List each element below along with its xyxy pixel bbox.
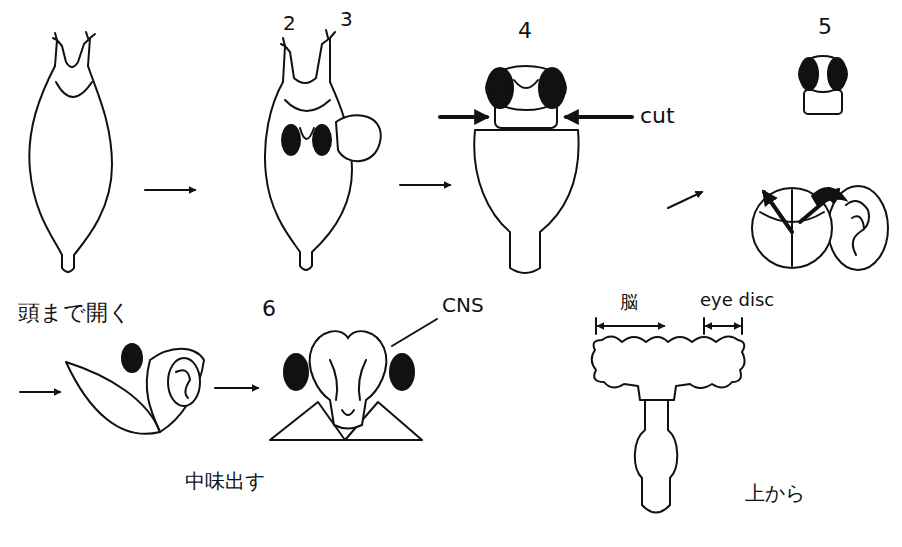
view-note: 上から [745, 482, 805, 505]
cns-top-view [592, 318, 745, 513]
step-note: 中味出す [185, 470, 265, 493]
larva-cut [474, 66, 578, 273]
cns-exposed [270, 331, 422, 440]
body-opened [752, 186, 888, 270]
open-arrow [764, 192, 792, 232]
step-note: 頭まで開く [18, 300, 131, 325]
callout-number: 5 [818, 14, 832, 39]
callout-number: 4 [518, 18, 532, 43]
callout-number: 6 [262, 296, 276, 321]
callout-number: 3 [340, 8, 353, 31]
step-arrow [668, 192, 702, 208]
step-arrow [400, 184, 450, 186]
cut-arrow [566, 115, 632, 119]
leader-line [392, 319, 437, 346]
cut-label: cut [640, 103, 675, 128]
head-piece [799, 56, 847, 114]
body-open-to-head [66, 344, 204, 434]
step-arrow [20, 391, 60, 393]
cut-arrow [440, 115, 487, 119]
part-name: eye disc [700, 290, 774, 311]
part-name: 脳 [620, 292, 638, 313]
step-arrow [145, 189, 195, 191]
part-name: CNS [442, 294, 484, 317]
larva-flap [265, 30, 381, 270]
callout-number: 2 [283, 12, 296, 35]
larva-whole [29, 32, 112, 272]
open-arrow [800, 190, 838, 222]
step-arrow [215, 387, 258, 389]
